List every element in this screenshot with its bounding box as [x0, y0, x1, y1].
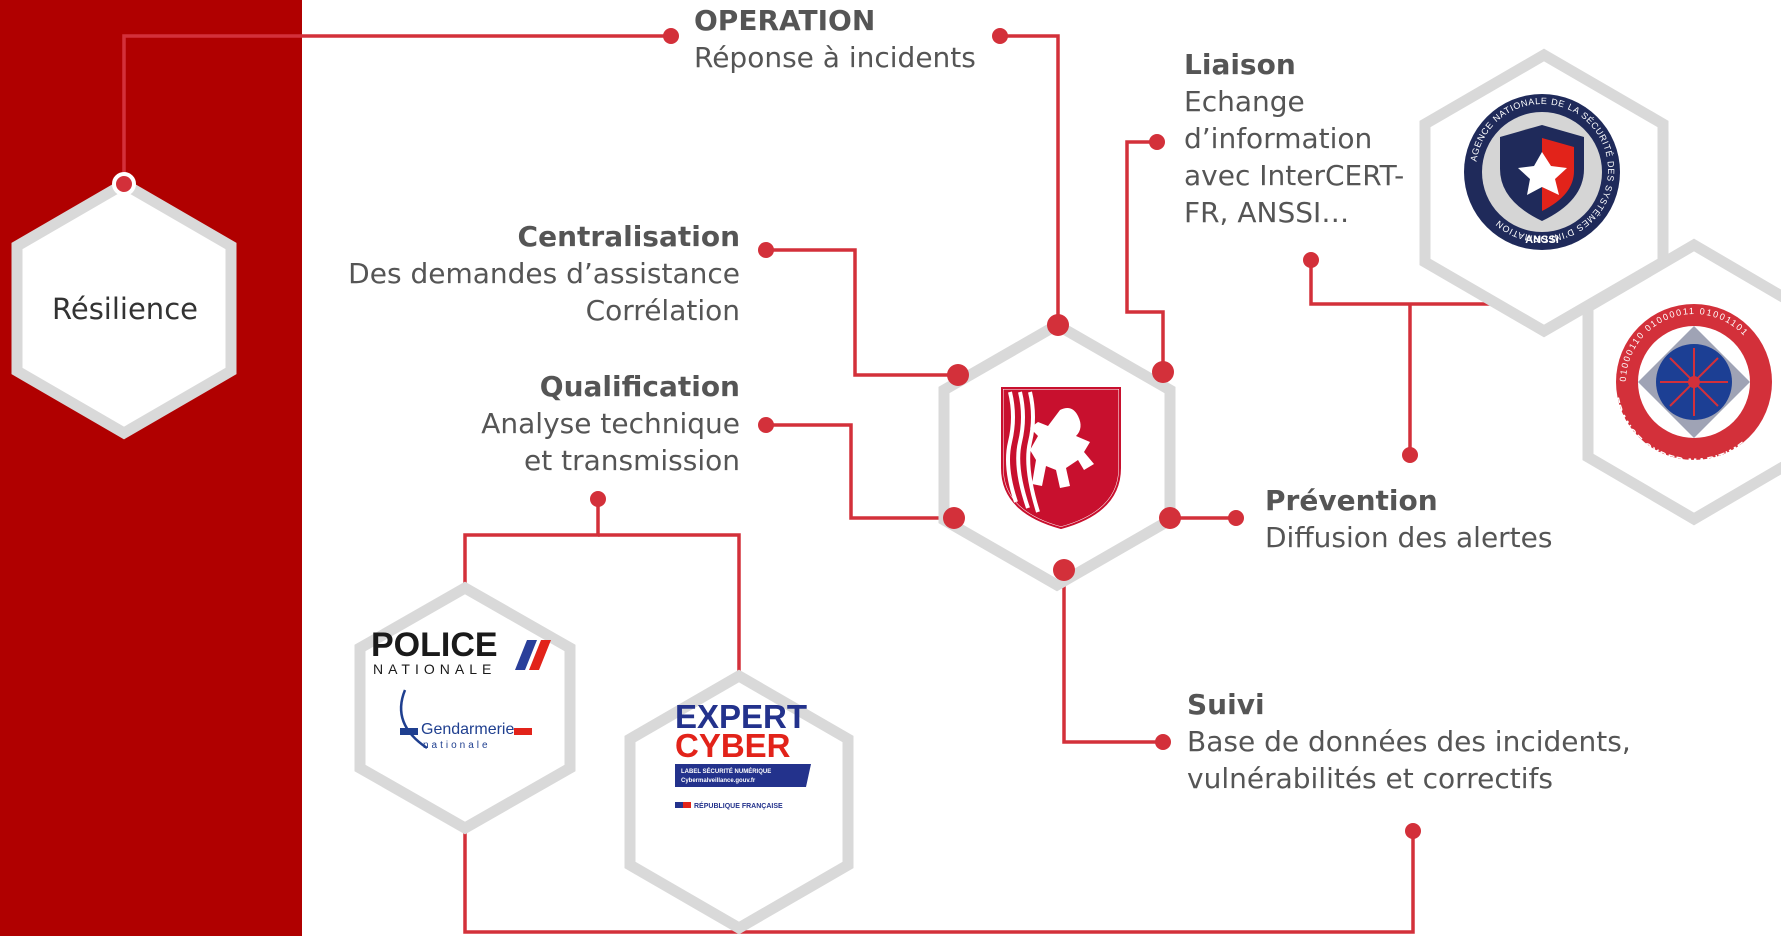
line-resilience — [122, 34, 671, 184]
prevention-block: Prévention Diffusion des alertes — [1265, 482, 1552, 556]
operation-block: OPERATION Réponse à incidents — [694, 2, 976, 76]
resilience-label: Résilience — [52, 292, 198, 326]
france-cyber-maritime-logo: 01000110 01000011 01001101 FRANCE CYBER … — [1609, 304, 1772, 469]
gendarmerie-word: Gendarmerie — [421, 721, 514, 738]
liaison-block: Liaison Echange d’information avec Inter… — [1184, 46, 1404, 231]
line-operation — [1000, 34, 1060, 325]
operation-title: OPERATION — [694, 4, 876, 37]
dot-center-top — [1047, 314, 1069, 336]
dot-qual-down — [590, 491, 606, 507]
anssi-logo: AGENCE NATIONALE DE LA SÉCURITÉ DES SYST… — [1464, 94, 1620, 250]
suivi-block: Suivi Base de données des incidents, vul… — [1187, 686, 1631, 797]
expert-cyber-logo: EXPERT CYBER LABEL SÉCURITÉ NUMÉRIQUE Cy… — [675, 698, 811, 810]
dot-center-lower-left — [943, 507, 965, 529]
prevention-body: Diffusion des alertes — [1265, 521, 1553, 554]
line-qual-down — [463, 499, 600, 588]
expert-footer: RÉPUBLIQUE FRANÇAISE — [694, 801, 783, 810]
liaison-title: Liaison — [1184, 48, 1296, 81]
police-word: POLICE — [371, 626, 498, 664]
suivi-body: Base de données des incidents, vulnérabi… — [1187, 725, 1631, 795]
prevention-title: Prévention — [1265, 484, 1438, 517]
dot-center-upper-right — [1152, 361, 1174, 383]
centralisation-body: Des demandes d’assistance Corrélation — [348, 257, 740, 327]
dot-center-lower-right — [1159, 507, 1181, 529]
dot-logos-top — [1303, 252, 1319, 268]
police-hexagon — [354, 581, 576, 835]
cyber-word: CYBER — [675, 727, 791, 764]
dot-suivi — [1155, 734, 1171, 750]
expert-word: EXPERT — [675, 698, 807, 735]
suivi-title: Suivi — [1187, 688, 1265, 721]
dot-centralisation — [758, 242, 774, 258]
dot-liaison — [1149, 134, 1165, 150]
nationale-word: NATIONALE — [373, 661, 496, 677]
dot-logos-bottom — [1402, 447, 1418, 463]
dot-operation-right — [992, 28, 1008, 44]
dot-prevention — [1228, 510, 1244, 526]
qualification-body: Analyse technique et transmission — [481, 407, 740, 477]
connector-dots — [112, 28, 1421, 839]
connector-lines — [122, 34, 1584, 934]
anssi-bottom-text: ANSSI — [1525, 234, 1559, 246]
qualification-block: Qualification Analyse technique et trans… — [320, 368, 740, 479]
dot-center-upper-left — [947, 364, 969, 386]
line-bottom-bus — [463, 826, 1415, 934]
line-qual-right — [598, 533, 741, 676]
operation-body: Réponse à incidents — [694, 41, 976, 74]
line-liaison — [1125, 140, 1165, 372]
dot-operation-left — [663, 28, 679, 44]
resilience-hexagon — [11, 177, 237, 440]
police-gendarmerie-logo: POLICE NATIONALE Gendarmerie nationale — [371, 626, 551, 751]
line-suivi — [1062, 570, 1163, 744]
expert-hexagon — [624, 669, 854, 935]
line-centralisation — [766, 248, 958, 377]
shield-logo — [1000, 386, 1122, 530]
liaison-body: Echange d’information avec InterCERT- FR… — [1184, 85, 1405, 229]
qualification-title: Qualification — [539, 370, 740, 403]
line-qualification — [766, 423, 954, 520]
gendarmerie-sub: nationale — [423, 740, 491, 751]
centralisation-block: Centralisation Des demandes d’assistance… — [320, 218, 740, 329]
centralisation-title: Centralisation — [517, 220, 740, 253]
red-side-band — [0, 0, 302, 936]
dot-resilience-top — [112, 172, 136, 196]
dot-qualification — [758, 417, 774, 433]
dot-bus-end — [1405, 823, 1421, 839]
expert-band-line1: LABEL SÉCURITÉ NUMÉRIQUE — [681, 767, 771, 775]
dot-center-bottom — [1053, 559, 1075, 581]
expert-band-line2: Cybermalveillance.gouv.fr — [681, 778, 756, 784]
